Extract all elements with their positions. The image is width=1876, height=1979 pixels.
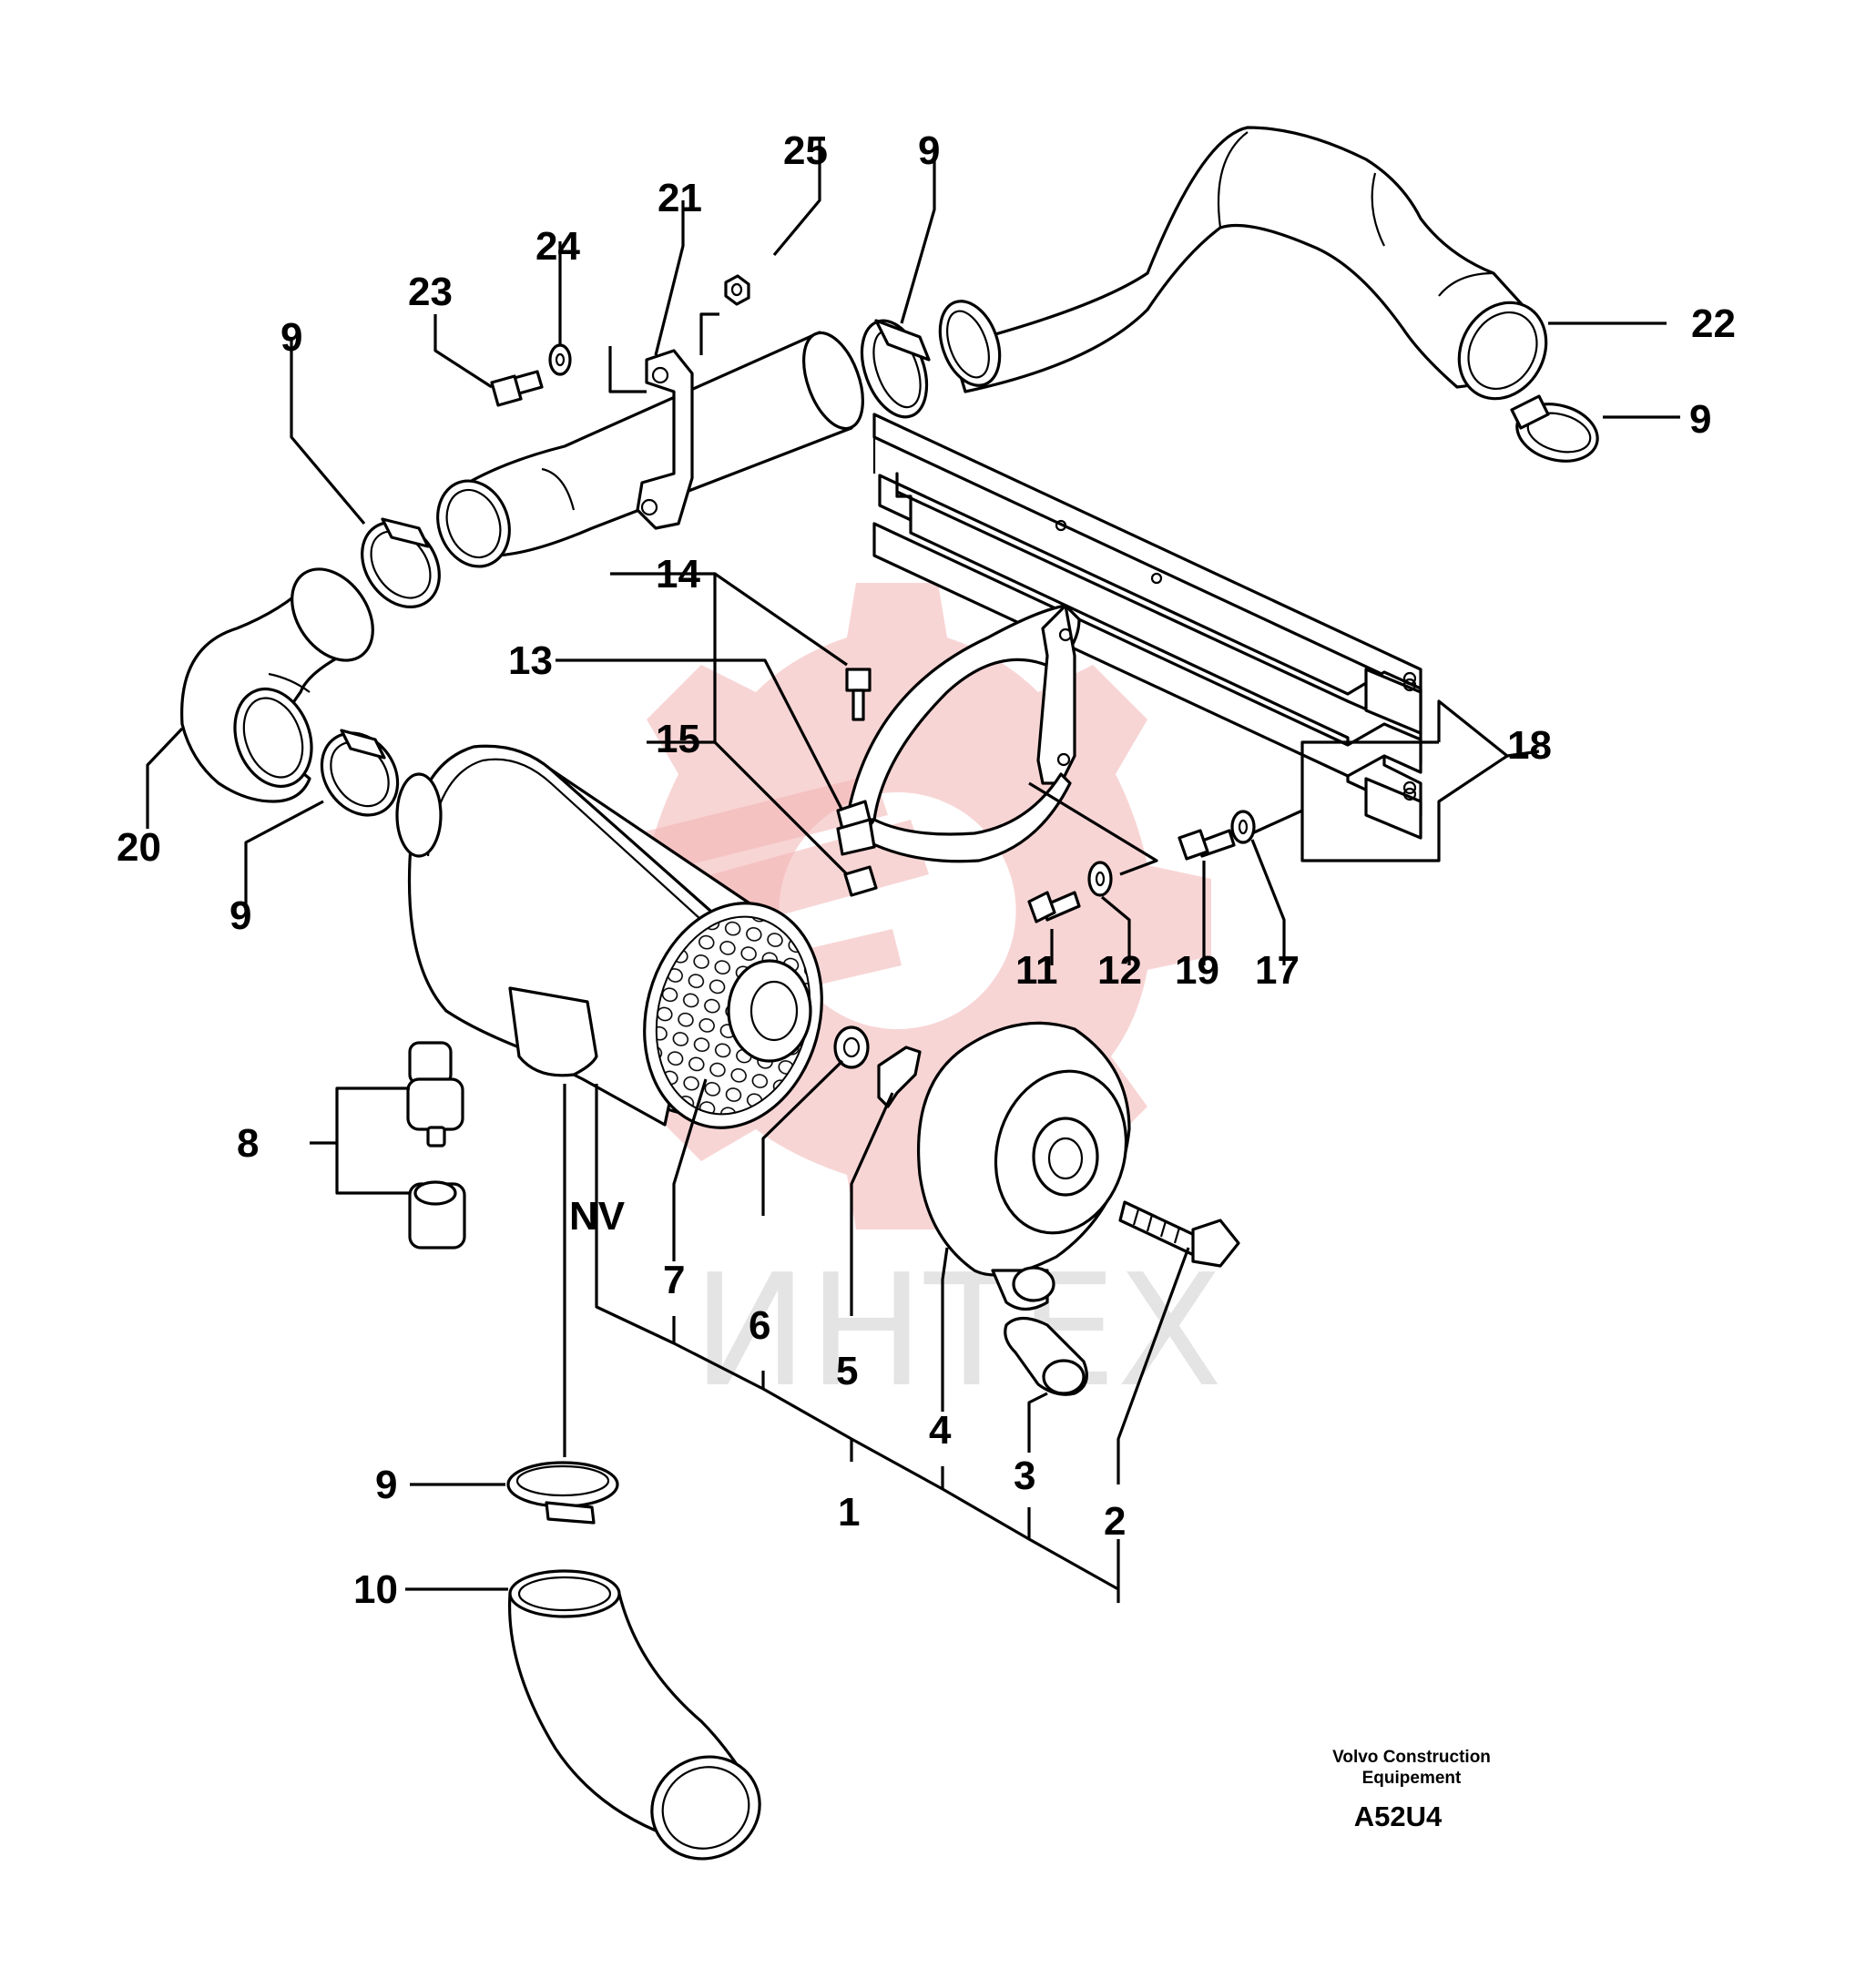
callout-10: 10 (353, 1567, 398, 1612)
filter-housing (395, 744, 823, 1129)
callout-8: 8 (237, 1121, 259, 1166)
callout-9-bottom: 9 (375, 1463, 397, 1507)
callout-24: 24 (535, 224, 580, 269)
callout-9-right: 9 (1689, 397, 1711, 442)
nut-15 (843, 865, 878, 897)
hose-clamp-intake (361, 517, 441, 608)
callout-9-upper-hose: 9 (918, 128, 940, 173)
washer-6 (833, 1025, 870, 1069)
footer: Volvo Construction Equipement A52U4 (1332, 1748, 1491, 1832)
washer-12 (1087, 861, 1113, 897)
callout-25: 25 (783, 128, 828, 173)
callout-9-intake: 9 (280, 315, 302, 360)
washer-17 (1230, 810, 1256, 844)
callout-12: 12 (1097, 948, 1142, 993)
cover-cap (916, 1021, 1131, 1311)
callout-21: 21 (658, 176, 702, 220)
filter-strap-bracket (836, 604, 1081, 863)
callout-19: 19 (1175, 948, 1219, 993)
hose-clamp-bottom (506, 1461, 619, 1525)
callout-9-left: 9 (229, 893, 251, 938)
hose-clamp-left (320, 729, 400, 817)
footer-manufacturer: Volvo Construction (1332, 1748, 1491, 1767)
bolt-19 (1178, 829, 1236, 861)
callout-18: 18 (1507, 723, 1552, 768)
callout-20: 20 (117, 825, 161, 870)
hose-clamp-upper (860, 319, 931, 419)
pressure-sensor-upper (406, 1041, 464, 1148)
callout-labels: 25 9 21 24 23 9 22 9 14 13 15 18 20 9 11… (117, 128, 1736, 1612)
callout-14: 14 (656, 552, 700, 597)
callout-nv: NV (569, 1194, 626, 1239)
washer-24 (548, 343, 572, 376)
callout-22: 22 (1691, 301, 1736, 346)
bolt-14 (845, 668, 872, 721)
nut-25 (724, 274, 750, 306)
footer-diagram-code: A52U4 (1354, 1800, 1443, 1832)
elbow-hose (180, 567, 374, 803)
hose-clamp-right (1510, 394, 1599, 463)
tie-rod-bolt (1118, 1200, 1240, 1268)
footer-manufacturer-line2: Equipement (1362, 1769, 1462, 1788)
callout-4: 4 (929, 1408, 952, 1453)
callout-7: 7 (663, 1258, 685, 1302)
wing-nut-5 (877, 1046, 922, 1108)
callout-3: 3 (1014, 1454, 1035, 1498)
callout-13: 13 (508, 638, 553, 683)
pressure-sensor-lower (408, 1180, 466, 1250)
intake-tube (436, 331, 864, 568)
callout-2: 2 (1104, 1499, 1126, 1544)
callout-1: 1 (838, 1490, 860, 1535)
lower-elbow-hose (507, 1569, 761, 1861)
callout-15: 15 (656, 717, 700, 761)
callout-23: 23 (408, 270, 453, 314)
mounting-rails (872, 413, 1422, 840)
upper-s-hose (938, 126, 1548, 401)
callout-17: 17 (1255, 948, 1300, 993)
leader-lines (146, 137, 1680, 1603)
dust-valve (1004, 1316, 1088, 1396)
bolt-11 (1027, 891, 1081, 923)
callout-5: 5 (836, 1349, 858, 1393)
callout-6: 6 (749, 1303, 770, 1348)
bolt-23 (490, 370, 544, 407)
callout-11: 11 (1015, 948, 1058, 993)
